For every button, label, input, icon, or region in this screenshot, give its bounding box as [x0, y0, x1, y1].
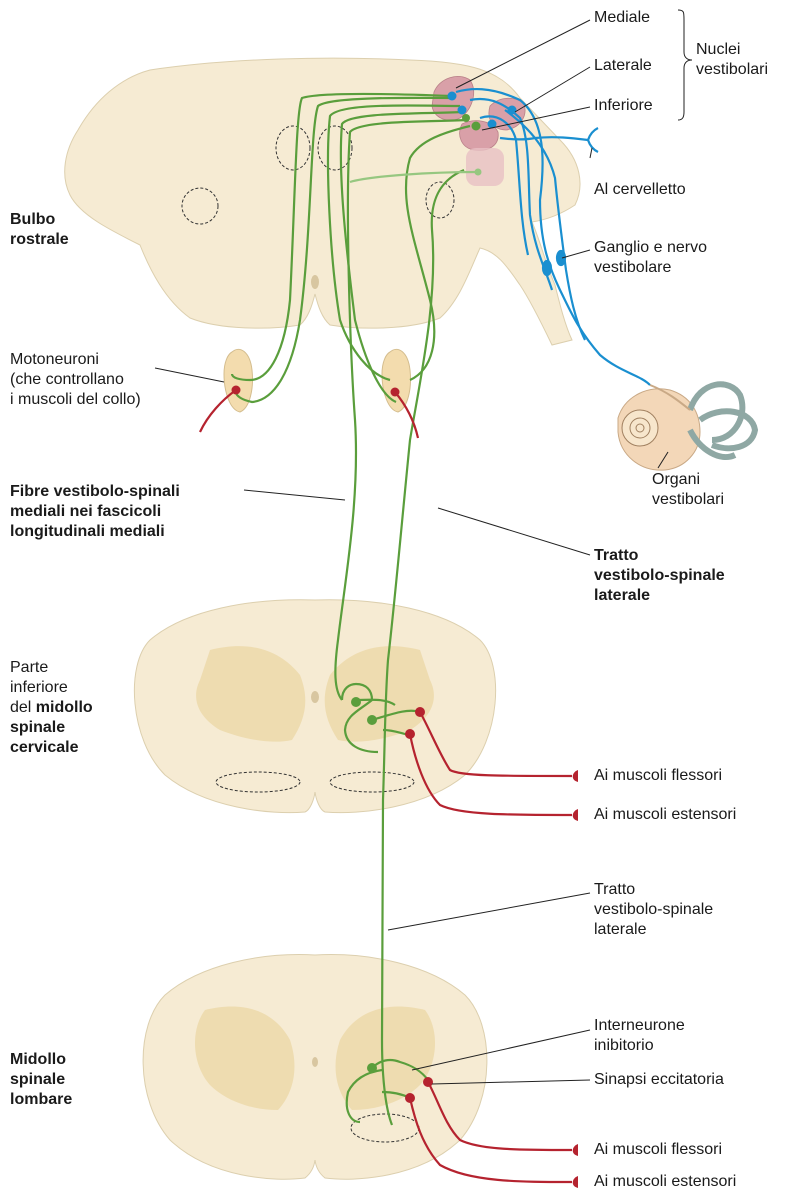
cervical-cord-section — [134, 600, 495, 813]
label-interneurone: Interneurone inibitorio — [594, 1016, 685, 1056]
label-tratto-laterale-bold: Tratto vestibolo-spinale laterale — [594, 546, 725, 606]
label-organi-vestibolari: Organi vestibolari — [652, 470, 724, 510]
label-laterale: Laterale — [594, 56, 652, 76]
label-del-prefix: del — [10, 699, 36, 716]
label-estensori-lombare: Ai muscoli estensori — [594, 1172, 736, 1192]
muscle-terminal-markers — [573, 770, 578, 1188]
nucleus-descending — [466, 148, 504, 186]
label-flessori-cervicale: Ai muscoli flessori — [594, 766, 722, 786]
vestibular-organs — [618, 384, 755, 470]
label-spinale-cervicale: spinale cervicale — [10, 718, 79, 758]
label-nuclei-vestibolari: Nuclei vestibolari — [696, 40, 768, 80]
label-estensori-cervicale: Ai muscoli estensori — [594, 805, 736, 825]
lumbar-cord-section — [143, 955, 487, 1180]
label-al-cervelletto: Al cervelletto — [594, 180, 686, 200]
label-midollo-lombare: Midollo spinale lombare — [10, 1050, 72, 1110]
label-inferiore: Inferiore — [594, 96, 653, 116]
label-mediale: Mediale — [594, 8, 650, 28]
label-bulbo-rostrale: Bulbo rostrale — [10, 210, 69, 250]
label-ganglio-nervo: Ganglio e nervo vestibolare — [594, 238, 707, 278]
label-fibre-mediali: Fibre vestibolo-spinali mediali nei fasc… — [10, 482, 180, 542]
label-flessori-lombare: Ai muscoli flessori — [594, 1140, 722, 1160]
label-parte-inferiore: Parte inferiore — [10, 658, 68, 698]
label-motoneuroni: Motoneuroni (che controllano i muscoli d… — [10, 350, 141, 410]
label-tratto-laterale: Tratto vestibolo-spinale laterale — [594, 880, 713, 940]
label-midollo-word: midollo — [36, 699, 93, 716]
label-sinapsi: Sinapsi eccitatoria — [594, 1070, 724, 1090]
label-midollo-cervicale-line: del midollo — [10, 698, 93, 718]
